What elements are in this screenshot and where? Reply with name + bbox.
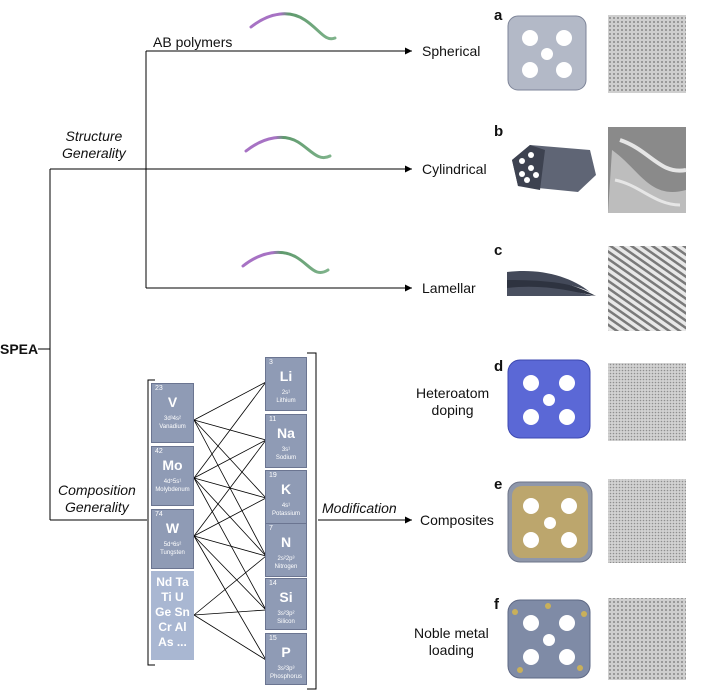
composition-line-2: Generality — [65, 499, 129, 515]
ab-polymers-label: AB polymers — [153, 34, 233, 50]
label-cylindrical: Cylindrical — [422, 161, 487, 177]
element-config: 4s¹ — [281, 503, 291, 509]
polymer-icon — [241, 12, 337, 274]
tree-lines — [38, 47, 412, 524]
element-config: 2s²2p³ — [277, 556, 295, 562]
element-cell-li: 3 Li 2s¹ Lithium — [265, 357, 307, 411]
element-name: Potassium — [271, 511, 300, 517]
element-name: Phosphorus — [269, 674, 303, 680]
structure-line-2: Generality — [62, 145, 126, 161]
sem-image-f — [608, 598, 686, 680]
label-heteroatom-line-2: doping — [431, 402, 474, 418]
element-number: 3 — [269, 359, 273, 366]
element-config: 3s¹ — [281, 447, 291, 453]
gyroid-structure-a — [507, 15, 587, 91]
element-cell-k: 19 K 4s¹ Potassium — [265, 470, 307, 524]
element-config: 2s¹ — [281, 390, 291, 396]
other-elements-box: Nd Ta Ti U Ge Sn Cr Al As ... — [151, 571, 194, 660]
element-number: 15 — [269, 635, 277, 642]
root-label: SPEA — [0, 341, 39, 357]
element-cell-v: 23 V 3d³4s² Vanadium — [151, 383, 194, 443]
sem-image-c — [608, 246, 686, 331]
label-heteroatom-doping: Heteroatom doping — [416, 385, 489, 419]
element-config: 3s²3p³ — [277, 666, 295, 672]
element-number: 14 — [269, 580, 277, 587]
element-number: 11 — [269, 416, 277, 423]
label-spherical: Spherical — [422, 43, 481, 59]
composition-generality-label: Composition Generality — [58, 482, 136, 516]
element-symbol: Na — [277, 425, 295, 441]
element-cell-mo: 42 Mo 4d⁵5s¹ Molybdenum — [151, 446, 194, 506]
panel-letter-b: b — [494, 123, 504, 140]
element-name: Molybdenum — [155, 487, 190, 493]
other-elements-line: As ... — [158, 635, 187, 649]
element-number: 23 — [155, 385, 163, 392]
panel-letter-d: d — [494, 358, 504, 375]
element-symbol: K — [280, 481, 292, 497]
element-number: 19 — [269, 472, 277, 479]
cylinder-structure-b — [512, 145, 596, 192]
panel-letter-f: f — [494, 596, 499, 613]
gyroid-structure-f — [507, 599, 591, 679]
element-name: Lithium — [276, 398, 296, 404]
element-name: Vanadium — [159, 424, 186, 430]
composition-line-1: Composition — [58, 482, 136, 498]
other-elements-line: Ge Sn — [155, 605, 190, 619]
other-elements-line: Nd Ta — [156, 575, 189, 589]
sem-images — [608, 15, 687, 680]
panel-letter-e: e — [494, 476, 503, 493]
element-number: 42 — [155, 448, 163, 455]
element-cell-si: 14 Si 3s²3p² Silicon — [265, 578, 307, 630]
other-elements-line: Ti U — [161, 590, 184, 604]
element-config: 4d⁵5s¹ — [163, 479, 182, 485]
element-config: 3s²3p² — [277, 611, 295, 617]
element-number: 74 — [155, 511, 163, 518]
panel-letter-a: a — [494, 7, 503, 24]
element-symbol: P — [281, 644, 291, 660]
lamellar-structure-c — [507, 270, 596, 296]
label-noble-line-2: loading — [428, 642, 474, 658]
element-cell-na: 11 Na 3s¹ Sodium — [265, 414, 307, 468]
element-symbol: W — [165, 520, 180, 536]
element-config: 3d³4s² — [163, 416, 181, 422]
label-noble-line-1: Noble metal — [414, 625, 489, 641]
sem-image-e — [608, 479, 686, 563]
element-cell-w: 74 W 5d⁴6s² Tungsten — [151, 509, 194, 569]
sem-image-a — [608, 15, 686, 93]
label-noble-metal-loading: Noble metal loading — [414, 625, 489, 659]
other-elements-line: Cr Al — [158, 620, 187, 634]
element-config: 5d⁴6s² — [163, 542, 182, 548]
connection-lines — [193, 381, 267, 661]
sem-image-d — [608, 363, 686, 441]
element-number: 7 — [269, 525, 273, 532]
element-name: Tungsten — [160, 550, 185, 556]
element-symbol: Li — [279, 368, 293, 384]
gyroid-structure-d — [507, 359, 591, 439]
element-symbol: Mo — [162, 457, 183, 473]
structure-generality-label: Structure Generality — [62, 128, 126, 162]
element-symbol: N — [280, 534, 292, 550]
element-name: Silicon — [277, 619, 295, 625]
element-cell-p: 15 P 3s²3p³ Phosphorus — [265, 633, 307, 685]
structure-line-1: Structure — [65, 128, 123, 144]
brackets — [147, 352, 317, 690]
label-lamellar: Lamellar — [422, 280, 476, 296]
label-composites: Composites — [420, 512, 494, 528]
gyroid-structure-e — [507, 481, 593, 563]
label-heteroatom-line-1: Heteroatom — [416, 385, 490, 401]
element-name: Nitrogen — [274, 564, 298, 570]
element-symbol: V — [167, 394, 178, 410]
element-cell-n: 7 N 2s²2p³ Nitrogen — [265, 523, 307, 577]
element-name: Sodium — [275, 455, 297, 461]
panel-letter-c: c — [494, 242, 503, 259]
modification-label: Modification — [322, 500, 397, 516]
element-symbol: Si — [279, 589, 293, 605]
